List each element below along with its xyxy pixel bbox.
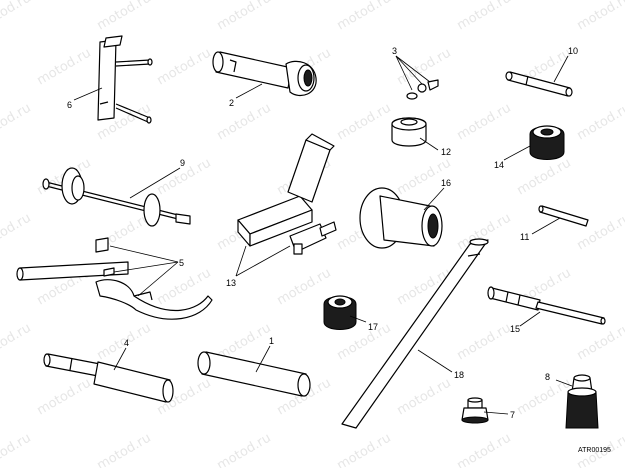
callout-14: 14 bbox=[494, 160, 504, 170]
callout-labels: 1 2 3 4 5 6 7 8 9 10 11 12 13 14 15 16 1… bbox=[67, 46, 578, 420]
callout-1: 1 bbox=[269, 336, 274, 346]
watermark-text: motod.ru bbox=[35, 46, 94, 89]
watermark-text: motod.ru bbox=[95, 431, 154, 468]
watermark-text: motod.ru bbox=[0, 431, 34, 468]
tool-8-threaded-drum bbox=[565, 374, 599, 429]
callout-13: 13 bbox=[226, 278, 236, 288]
watermark-text: motod.ru bbox=[455, 211, 514, 254]
callout-4: 4 bbox=[124, 338, 129, 348]
callout-15: 15 bbox=[510, 324, 520, 334]
watermark-text: motod.ru bbox=[455, 321, 514, 364]
callout-18: 18 bbox=[454, 370, 464, 380]
watermark-text: motod.ru bbox=[95, 0, 154, 33]
watermark-text: motod.ru bbox=[515, 156, 574, 199]
watermark-text: motod.ru bbox=[575, 101, 625, 144]
tool-10-drift-pin bbox=[505, 71, 573, 97]
watermark-text: motod.ru bbox=[35, 376, 94, 419]
watermark-text: motod.ru bbox=[575, 0, 625, 33]
tool-6-puller-frame bbox=[97, 35, 153, 124]
watermark-text: motod.ru bbox=[0, 321, 34, 364]
watermark-text: motod.ru bbox=[455, 0, 514, 33]
watermark-text: motod.ru bbox=[0, 101, 34, 144]
tool-4-driver-drift bbox=[43, 353, 174, 403]
callout-17: 17 bbox=[368, 322, 378, 332]
watermark-text: motod.ru bbox=[215, 101, 274, 144]
watermark-text: motod.ru bbox=[215, 431, 274, 468]
tool-7-stepped-adaptor bbox=[461, 397, 489, 424]
watermark-text: motod.ru bbox=[455, 431, 514, 468]
tool-13-case-and-gauge bbox=[237, 133, 337, 255]
callout-11: 11 bbox=[520, 232, 529, 242]
callout-2: 2 bbox=[229, 98, 234, 108]
callout-8: 8 bbox=[545, 372, 550, 382]
tool-17-rubber-block bbox=[323, 295, 357, 330]
tool-2-guide-tube bbox=[212, 51, 317, 97]
watermark-text: motod.ru bbox=[335, 101, 394, 144]
tool-18-long-rod bbox=[341, 238, 489, 429]
callout-5: 5 bbox=[179, 258, 184, 268]
callout-3: 3 bbox=[392, 46, 397, 56]
watermark-text: motod.ru bbox=[575, 321, 625, 364]
watermark-text: motod.ru bbox=[0, 211, 34, 254]
tool-14-rubber-block bbox=[529, 125, 565, 160]
watermark-text: motod.ru bbox=[335, 431, 394, 468]
watermark-text: motod.ru bbox=[395, 376, 454, 419]
watermark-text: motod.ru bbox=[455, 101, 514, 144]
watermark-text: motod.ru bbox=[0, 0, 34, 33]
watermark-text: motod.ru bbox=[155, 46, 214, 89]
callout-16: 16 bbox=[441, 178, 451, 188]
watermark-text: motod.ru bbox=[515, 376, 574, 419]
tool-11-small-pin bbox=[538, 205, 589, 227]
callout-12: 12 bbox=[441, 147, 451, 157]
watermark-text: motod.ru bbox=[575, 211, 625, 254]
callout-10: 10 bbox=[568, 46, 578, 56]
callout-6: 6 bbox=[67, 100, 72, 110]
callout-7: 7 bbox=[510, 410, 515, 420]
figure-code: ATR00195 bbox=[578, 447, 611, 454]
tool-9-puller-shaft bbox=[42, 167, 191, 227]
callout-9: 9 bbox=[180, 158, 185, 168]
tool-3-clips-rings bbox=[406, 79, 439, 100]
tool-15-stepped-shaft bbox=[487, 286, 606, 325]
watermark-text: motod.ru bbox=[215, 0, 274, 33]
tool-5-hook-spanner bbox=[16, 237, 213, 320]
tool-1-plain-tube bbox=[197, 351, 311, 397]
watermark-text: motod.ru bbox=[395, 46, 454, 89]
leader-lines bbox=[73, 55, 573, 415]
watermark-text: motod.ru bbox=[335, 0, 394, 33]
tool-12-bushing bbox=[391, 117, 427, 147]
tool-16-flanged-bushing bbox=[359, 187, 443, 249]
